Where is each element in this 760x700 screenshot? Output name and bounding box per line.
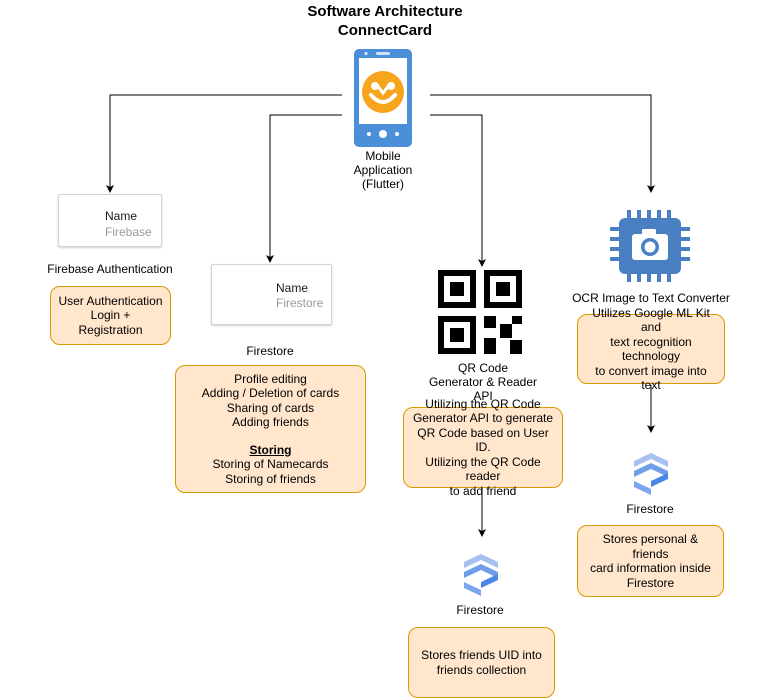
firestore-main-box: Profile editing Adding / Deletion of car… [175,365,366,493]
ocr-box-line1: Utilizes Google ML Kit and [592,305,710,335]
firestore-main-line3: Sharing of cards [226,400,315,415]
camera-chip-icon [610,210,690,282]
firestore-main-line4: Adding friends [232,415,309,430]
ocr-firestore-label: Firestore [626,502,674,516]
ocr-firestore-line1: Stores personal & friends [602,532,699,561]
mobile-label-line2: Application [353,163,413,177]
diagram-title: Software Architecture ConnectCard [230,2,540,40]
firestore-icon [634,453,668,495]
qr-label-line2: Generator & Reader [428,375,538,389]
ocr-box-line3: to convert image into text [595,363,707,393]
firestore-node-card: Name Firestore [211,264,332,325]
firestore-icon [464,554,498,596]
app-logo-icon [362,71,404,113]
firebase-node-card: Name Firebase [58,194,162,247]
qr-box-line5: to add friend [449,483,517,498]
firebase-auth-line1: User Authentication [58,293,163,308]
qr-box-line2: Generator API to generate [412,411,554,426]
ocr-firestore-line3: Firestore [626,575,675,590]
qr-firestore-line1: Stores friends UID into [421,648,542,662]
qr-box: Utilizing the QR Code Generator API to g… [403,397,563,498]
qr-box-line3: QR Code based on User ID. [417,425,549,455]
arrow-to-firestore [266,114,342,263]
qr-label: QR Code Generator & Reader API [408,361,558,403]
ocr-box: Utilizes Google ML Kit and text recognit… [577,306,725,392]
ocr-box-line2: text recognition technology [610,334,692,364]
mobile-label-line1: Mobile [365,149,401,163]
ocr-label: OCR Image to Text Converter [572,291,730,305]
firestore-card-service: Firestore [276,296,324,310]
firebase-card-name: Name [105,209,138,223]
storing-line1: Storing of Namecards [212,457,329,472]
qr-label-line3: API [473,389,493,403]
mobile-label-line3: (Flutter) [362,177,404,191]
qr-label-line1: QR Code [457,361,509,375]
arrow-to-firebase [106,94,342,193]
qr-box-line4: Utilizing the QR Code reader [425,454,541,484]
firestore-main-line2: Adding / Deletion of cards [201,386,340,401]
ocr-firestore-box: Stores personal & friends card informati… [577,525,724,597]
title-line1: Software Architecture [307,3,463,20]
qr-firestore-box: Stores friends UID into friends collecti… [408,627,555,698]
storing-heading: Storing [249,442,292,457]
arrow-to-ocr [430,94,655,193]
qr-box-line1: Utilizing the QR Code [425,396,541,411]
firestore-card-name: Name [276,281,309,295]
arrow-to-qr [430,114,486,267]
firebase-auth-label: Firebase Authentication [47,262,173,276]
firebase-auth-box: User Authentication Login + Registration [50,286,171,345]
firestore-main-label: Firestore [246,344,294,358]
qr-firestore-label: Firestore [456,603,504,617]
qr-firestore-line2: friends collection [436,662,527,677]
qr-code-icon [438,270,522,354]
mobile-app-label: Mobile Application (Flutter) [333,149,433,191]
ocr-firestore-line2: card information inside [590,561,711,575]
title-line2: ConnectCard [337,22,433,39]
firebase-auth-line2: Login + Registration [78,308,143,337]
connectors [106,94,655,537]
firestore-main-line1: Profile editing [234,371,307,386]
firebase-card-service: Firebase [105,225,152,239]
storing-line2: Storing of friends [225,471,316,486]
